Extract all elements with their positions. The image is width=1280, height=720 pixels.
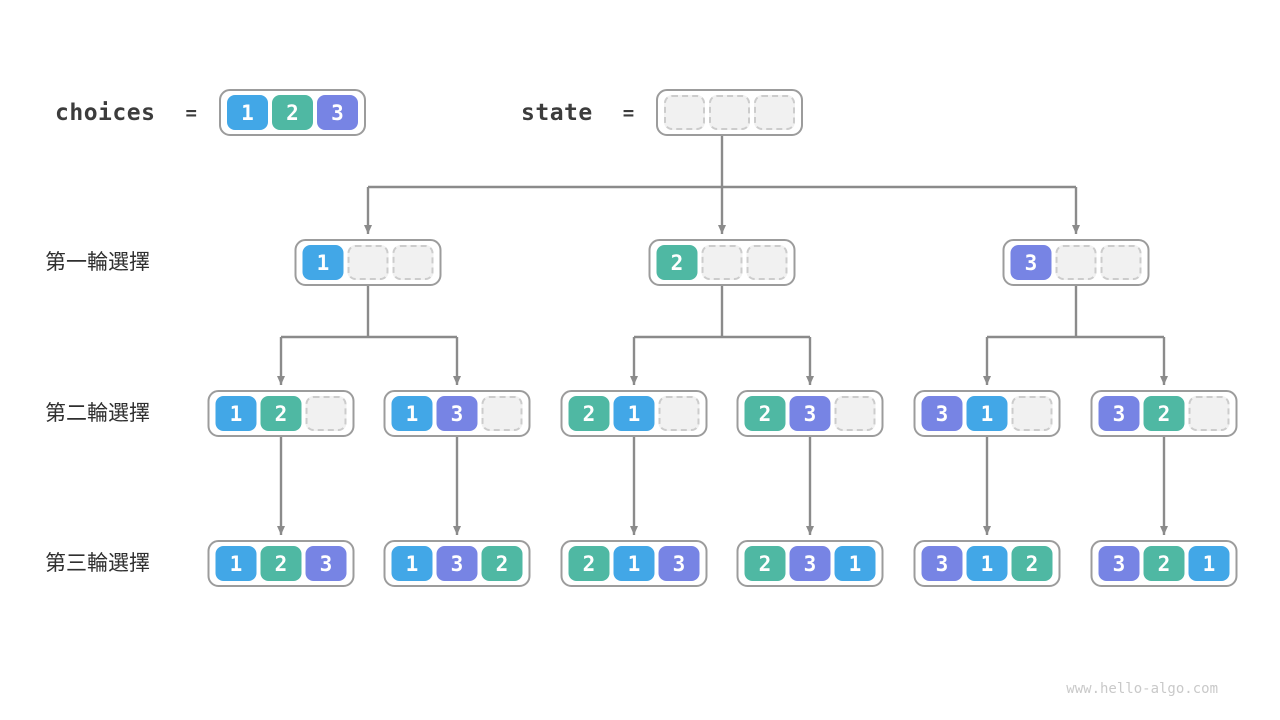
value-cell: 1	[391, 546, 433, 581]
value-cell: 3	[921, 546, 963, 581]
empty-cell	[481, 396, 523, 431]
empty-cell	[305, 396, 347, 431]
empty-cell	[709, 95, 751, 130]
value-cell: 2	[1143, 396, 1185, 431]
value-cell: 3	[789, 396, 831, 431]
value-cell: 3	[1098, 546, 1140, 581]
round-label: 第三輪選擇	[45, 551, 150, 575]
value-cell: 3	[658, 546, 700, 581]
value-cell: 3	[316, 95, 358, 130]
state-label: state	[521, 99, 593, 126]
empty-cell	[347, 245, 389, 280]
value-cell: 2	[1143, 546, 1185, 581]
value-cell: 2	[744, 546, 786, 581]
equals-sign: =	[185, 101, 197, 124]
state-array	[656, 89, 804, 136]
choices-label: choices	[55, 99, 156, 126]
value-cell: 2	[744, 396, 786, 431]
empty-cell	[658, 396, 700, 431]
state-node: 2	[648, 239, 796, 286]
value-cell: 2	[481, 546, 523, 581]
value-cell: 1	[302, 245, 344, 280]
value-cell: 1	[613, 396, 655, 431]
empty-cell	[754, 95, 796, 130]
value-cell: 1	[1188, 546, 1230, 581]
value-cell: 3	[921, 396, 963, 431]
value-cell: 1	[391, 396, 433, 431]
empty-cell	[1100, 245, 1142, 280]
empty-cell	[1011, 396, 1053, 431]
value-cell: 3	[789, 546, 831, 581]
value-cell: 3	[305, 546, 347, 581]
state-node: 3	[1002, 239, 1150, 286]
value-cell: 2	[568, 546, 610, 581]
empty-cell	[1055, 245, 1097, 280]
state-array-slot	[656, 89, 804, 136]
state-expression: state =	[521, 89, 804, 136]
empty-cell	[392, 245, 434, 280]
round-label: 第一輪選擇	[45, 250, 150, 274]
state-node: 1	[294, 239, 442, 286]
value-cell: 2	[1011, 546, 1053, 581]
empty-cell	[664, 95, 706, 130]
equals-sign: =	[622, 101, 635, 124]
value-cell: 3	[1098, 396, 1140, 431]
empty-cell	[1188, 396, 1230, 431]
value-cell: 3	[1010, 245, 1052, 280]
value-cell: 2	[271, 95, 313, 130]
watermark: www.hello-algo.com	[1066, 681, 1218, 697]
value-cell: 3	[436, 396, 478, 431]
value-cell: 1	[966, 396, 1008, 431]
empty-cell	[834, 396, 876, 431]
value-cell: 2	[568, 396, 610, 431]
value-cell: 2	[260, 396, 302, 431]
round-label: 第二輪選擇	[45, 401, 150, 425]
value-cell: 1	[226, 95, 268, 130]
value-cell: 1	[215, 546, 257, 581]
value-cell: 1	[215, 396, 257, 431]
value-cell: 1	[834, 546, 876, 581]
value-cell: 1	[966, 546, 1008, 581]
empty-cell	[701, 245, 743, 280]
value-cell: 3	[436, 546, 478, 581]
value-cell: 2	[656, 245, 698, 280]
value-cell: 2	[260, 546, 302, 581]
empty-cell	[746, 245, 788, 280]
value-cell: 1	[613, 546, 655, 581]
